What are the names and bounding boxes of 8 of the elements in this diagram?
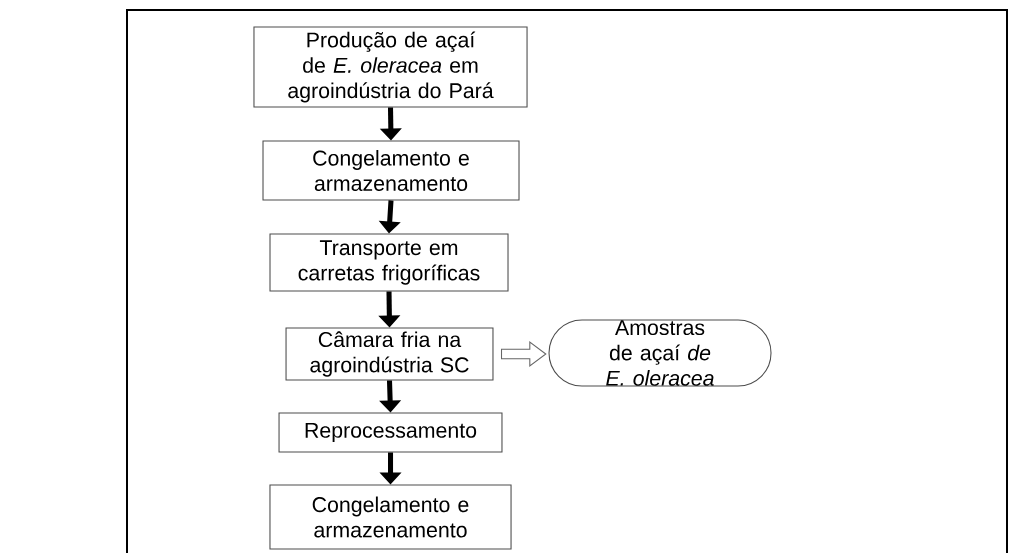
process-box: Câmara fria na agroindústria SC bbox=[285, 327, 494, 381]
terminal-box: Amostras de açaí de E. oleracea bbox=[548, 319, 772, 387]
process-box: Congelamento e armazenamento bbox=[269, 484, 512, 550]
hollow-arrow bbox=[500, 340, 547, 368]
process-box: Congelamento e armazenamento bbox=[262, 140, 520, 201]
process-box: Transporte em carretas frigoríficas bbox=[269, 233, 509, 292]
process-box: Reprocessamento bbox=[278, 412, 503, 453]
process-box: Produção de açaí de E. oleracea em agroindústria do Pará bbox=[253, 26, 528, 108]
